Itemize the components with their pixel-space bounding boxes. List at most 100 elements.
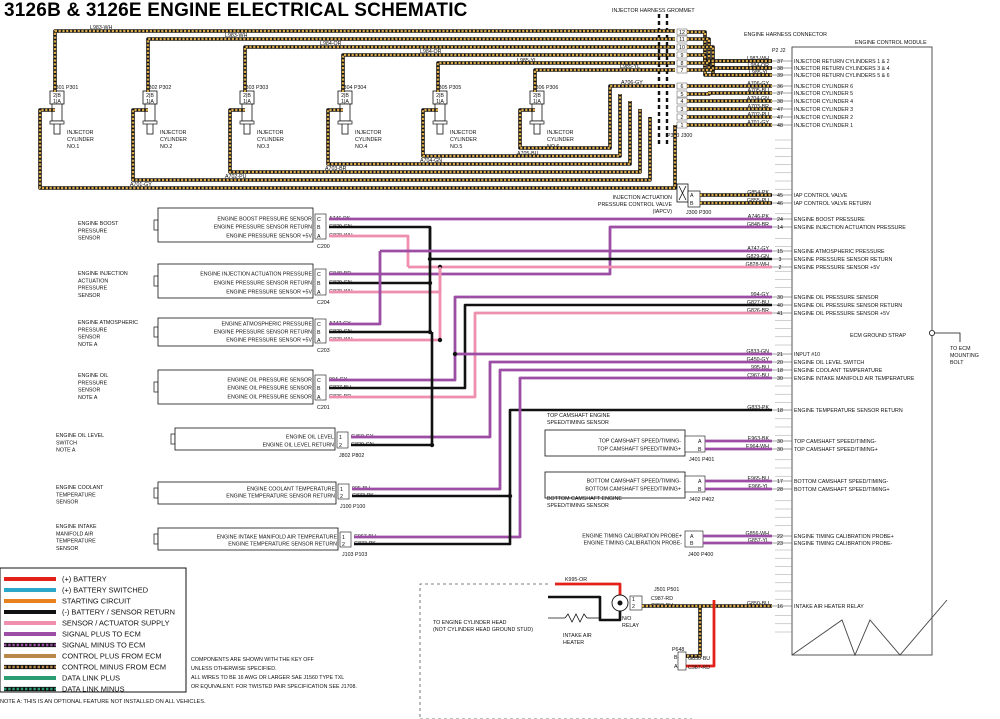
ecm-pin-number: 22 (777, 534, 783, 540)
injector-body (434, 103, 446, 122)
relay-connector-label: J501 P501 (654, 587, 679, 593)
wire-hatch (341, 53, 675, 92)
injector-wire-label: A705-BU (517, 151, 539, 157)
ecm-pin-function: ENGINE OIL PRESSURE SENSOR +5V (794, 311, 890, 317)
wire-hatch (243, 45, 675, 92)
ecm-pin-number: 15 (777, 249, 783, 255)
injector-connector-label: J302 P302 (146, 85, 171, 91)
ecm-pin-number: 37 (777, 59, 783, 65)
injector-wire (421, 94, 622, 158)
cam-connector-label: J402 P402 (689, 497, 714, 503)
sensor-pin: 2 (340, 494, 343, 500)
sensor-pin: 1 (340, 487, 343, 493)
injector-wire (436, 61, 675, 92)
sensor-line-label: ENGINE OIL PRESSURE SENSOR (227, 386, 312, 392)
ecm-pin-function: ENGINE OIL PRESSURE SENSOR (794, 295, 879, 301)
sensor-body (157, 207, 314, 243)
ecm-pin-number: 47 (777, 115, 783, 121)
cam-sensor-connector (684, 475, 706, 493)
oil-pressure-signal-wire (329, 295, 772, 382)
sensor-pin: B (317, 225, 321, 231)
injector-pin: 2|B (436, 93, 444, 99)
sensor-line-label: ENGINE INJECTION ACTUATION PRESSURE (200, 272, 312, 278)
injector-wire (533, 68, 675, 92)
wire-line (555, 582, 622, 597)
heater-ground-wire (548, 595, 622, 622)
injector-pin: 2|B (146, 93, 154, 99)
cam-line-label: BOTTOM CAMSHAFT SPEED/TIMING- (587, 479, 682, 485)
injector-label: INJECTOR (160, 130, 187, 136)
injector-label: CYLINDER (450, 137, 477, 143)
injector-pin: 1|A (341, 99, 349, 105)
injector-wire-label: A701-GY (130, 182, 152, 188)
iapcv-connector (687, 190, 701, 208)
sensor-name: SENSOR (56, 500, 79, 506)
ecm-pin-function: ENGINE TEMPERATURE SENSOR RETURN (794, 408, 903, 414)
p648-label: P648 (672, 647, 684, 653)
injector-pin: 2|B (341, 93, 349, 99)
heater-element-symbol (564, 613, 588, 623)
ecm-pin-wire: 994-GY (751, 292, 770, 298)
sensor-line-label: ENGINE COOLANT TEMPERATURE (247, 487, 336, 493)
injector-body (339, 103, 351, 122)
iapcv-label: (IAPCV) (653, 209, 673, 215)
cam-line-label: BOTTOM CAMSHAFT SPEED/TIMING+ (585, 487, 681, 493)
injector-connector-label: J306 P306 (533, 85, 558, 91)
ecm-pin-wire: E964-WH (746, 444, 769, 450)
wire-hatch (53, 29, 675, 92)
drawing-note: ALL WIRES TO BE 16 AWG OR LARGER SAE J15… (191, 675, 344, 681)
ecm-pin-number: 30 (777, 447, 783, 453)
pressure-return-bus (428, 227, 772, 261)
sensor-name: SENSOR (78, 335, 101, 341)
ecm-pin-function: ENGINE COOLANT TEMPERATURE (794, 368, 883, 374)
grommet-title: INJECTOR HARNESS GROMMET (612, 8, 695, 14)
sensor-line-label: ENGINE ATMOSPHERIC PRESSURE (221, 322, 312, 328)
wire-line (351, 360, 772, 439)
sensor-body (157, 369, 314, 405)
sensor-name: SENSOR (56, 546, 79, 552)
iapcv-pin: A (690, 193, 694, 199)
heater-label: INTAKE AIR (563, 633, 592, 639)
injector-label: CYLINDER (547, 137, 574, 143)
wire-hatch (38, 108, 677, 190)
sensor-pin: 1 (342, 535, 345, 541)
grommet-pin-number: 5 (681, 92, 684, 98)
p648-wire-label: C987-RD (688, 665, 710, 671)
sensor-name: PRESSURE (78, 228, 108, 234)
ecm-pin-wire: A746-PK (748, 214, 770, 220)
injector-connector-label: J301 P301 (53, 85, 78, 91)
sensor-body (157, 263, 314, 299)
grommet-pin-number: 8 (681, 61, 684, 67)
sensor-pin: B (317, 330, 321, 336)
injector-label: NO.3 (257, 144, 269, 150)
iapcv-connector-label: J300 P300 (686, 210, 711, 216)
cam-sensor-name: SPEED/TIMING SENSOR (547, 420, 609, 426)
ecm-pin-number: 38 (777, 99, 783, 105)
sensor-name: TEMPERATURE (56, 539, 96, 545)
sensor-pin: 2 (342, 542, 345, 548)
legend-label: CONTROL PLUS FROM ECM (62, 652, 162, 661)
injector-wire (146, 37, 675, 92)
wire-line (352, 408, 772, 498)
ecm-pin-number: 17 (777, 479, 783, 485)
ecm-pin-function: ENGINE TIMING CALIBRATION PROBE+ (794, 534, 894, 540)
sensor-line-label: ENGINE OIL LEVEL RETURN (263, 443, 335, 449)
injector-wire-label: L983-WH (90, 25, 113, 31)
p648-control-wire (684, 606, 702, 658)
iapcv-symbol (678, 185, 687, 201)
sensor-pin: 1 (339, 435, 342, 441)
atmospheric-signal-link (329, 251, 382, 326)
sensor-connector-label: J103 P103 (342, 552, 367, 558)
temp-return-wire (352, 408, 772, 498)
injector-label: INJECTOR (257, 130, 284, 136)
sensor-body (157, 481, 337, 505)
sensor-name: SENSOR (78, 293, 101, 299)
timing-probe-label: ENGINE TIMING CALIBRATION PROBE- (584, 541, 683, 547)
wire-hatch (326, 101, 632, 166)
grommet-pin-number: 12 (679, 30, 685, 36)
grommet-pin-number: 1 (681, 123, 684, 129)
sensor-name: PRESSURE (78, 327, 108, 333)
sensor-port (170, 433, 176, 445)
relay-pin: 2 (632, 604, 635, 610)
ecm-break-line (791, 599, 948, 657)
